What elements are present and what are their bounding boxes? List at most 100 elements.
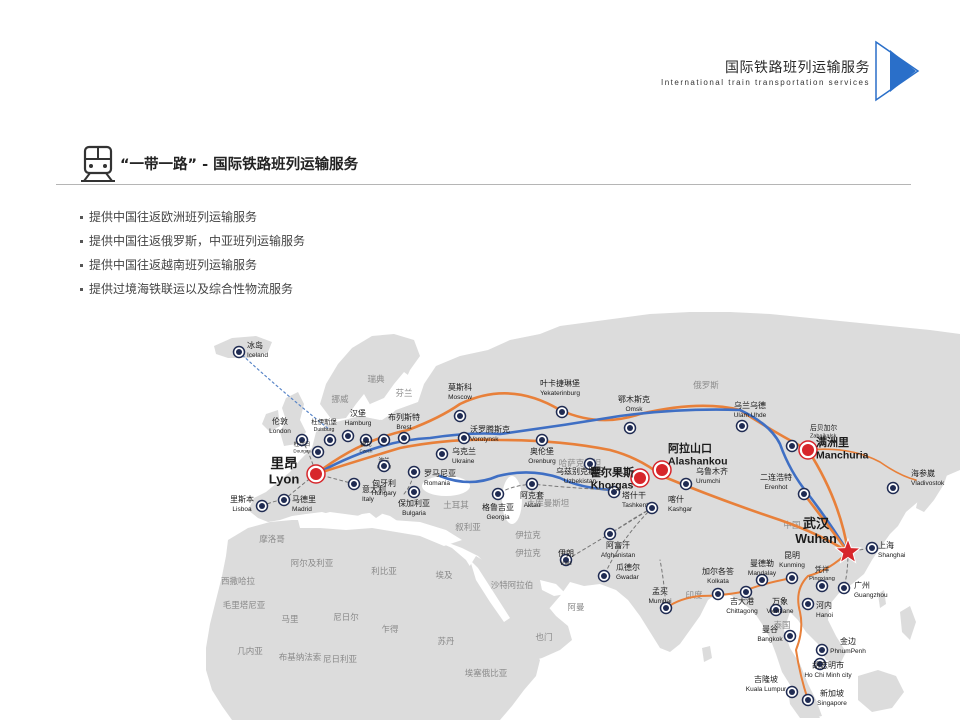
station-label-zh: 加尔各答	[702, 566, 734, 576]
station-label-zh: 阿富汗	[606, 540, 630, 550]
station-label-en: Duisburg	[314, 427, 335, 433]
station-label-zh: 保加利亚	[398, 498, 430, 508]
station-label-en: Moscow	[448, 394, 472, 401]
country-label: 芬兰	[395, 388, 412, 399]
station-label-en: Khorgas	[591, 480, 634, 492]
station-label-zh: 匈牙利	[372, 478, 396, 488]
mediterranean-sea	[298, 512, 462, 546]
station-label-en: Orenburg	[528, 458, 556, 465]
station-label-zh: 伊朗	[558, 548, 574, 558]
station-label-zh: 曼谷	[762, 625, 778, 634]
station-dot-icon	[601, 573, 607, 579]
triangle-right-icon	[875, 40, 920, 102]
station-label-en: Manchuria	[816, 450, 869, 462]
station-label-en: Bangkok	[757, 636, 783, 643]
station-dot-icon	[805, 697, 811, 703]
bay-of-bengal	[714, 598, 760, 672]
route-khorgas-central-asia	[438, 471, 614, 492]
station-dot-icon	[529, 481, 535, 487]
station-dot-icon	[495, 491, 501, 497]
hub-dot-icon	[310, 468, 322, 480]
station-label-zh: 金边	[840, 636, 856, 646]
station-label-zh: 沃罗腾斯克	[470, 424, 510, 434]
station-brest: 布列斯特 Brest	[388, 412, 420, 445]
station-dot-icon	[789, 689, 795, 695]
station-dot-icon	[739, 423, 745, 429]
station-label-zh: 乌兹别克斯坦	[556, 466, 604, 476]
list-item: 提供中国往返俄罗斯，中亚班列运输服务	[80, 232, 305, 256]
caspian-sea	[502, 476, 522, 524]
station-label-en: Ukraine	[452, 458, 475, 465]
connector-gwadar	[603, 507, 653, 577]
station-label-zh: 上海	[878, 540, 894, 550]
station-dot-icon	[363, 437, 369, 443]
station-label-zh: 乌鲁木齐	[696, 466, 728, 476]
station-dot-icon	[759, 577, 765, 583]
station-label-en: Pingxiang	[809, 576, 835, 582]
country-label: 伊拉克	[515, 548, 541, 559]
bullet-icon	[80, 240, 83, 243]
station-bangkok: 曼谷 Bangkok	[757, 625, 797, 643]
baltic-sea	[370, 372, 412, 420]
station-label-zh: 武汉	[803, 515, 830, 532]
station-dot-icon	[381, 437, 387, 443]
station-dot-icon	[327, 437, 333, 443]
station-label-en: Mandalay	[748, 570, 777, 577]
country-label: 沙特阿拉伯	[491, 580, 534, 591]
station-dot-icon	[315, 449, 321, 455]
country-label: 也门	[535, 632, 552, 643]
station-label-zh: 里昂	[270, 456, 297, 472]
station-label-zh: 阿克套	[520, 490, 544, 500]
station-label-en: Ulam Uhde	[734, 412, 767, 419]
red-sea	[470, 560, 510, 622]
station-label-zh: 瓜德尔	[616, 562, 640, 572]
hub-dot-icon	[656, 464, 668, 476]
station-label-en: Iceland	[247, 352, 268, 359]
station-phnompenh: 金边 PhnumPenh	[815, 636, 866, 657]
station-dot-icon	[611, 489, 617, 495]
station-label-en: Hamburg	[345, 420, 372, 427]
country-label: 利比亚	[371, 566, 397, 577]
connector-mumbai	[659, 559, 667, 609]
station-label-zh: 孟买	[652, 586, 668, 596]
station-label-zh: 布列斯特	[388, 412, 420, 422]
station-label-zh: 万象	[772, 596, 788, 606]
bullet-icon	[80, 216, 83, 219]
station-label-en: Ho Chi Minh city	[804, 672, 852, 679]
train-icon	[81, 145, 115, 182]
station-label-en: PhnumPenh	[830, 648, 866, 655]
station-dot-icon	[683, 481, 689, 487]
connector-aktau	[531, 483, 613, 491]
station-label-zh: 伦敦	[272, 416, 288, 426]
station-dot-icon	[890, 485, 896, 491]
station-label-zh: 冰岛	[247, 340, 263, 350]
station-label-zh: 意大利	[362, 484, 386, 494]
station-label-en: Vladivostok	[911, 480, 945, 487]
station-label-zh: 罗马尼亚	[424, 469, 456, 478]
station-dot-icon	[411, 469, 417, 475]
station-label-zh: 河内	[816, 600, 832, 610]
station-label-en: Georgia	[486, 514, 510, 521]
station-label-en: Brest	[396, 424, 411, 431]
station-dot-icon	[259, 503, 265, 509]
station-label-en: Chittagong	[726, 608, 758, 615]
station-label-en: Wuhan	[795, 532, 836, 546]
country-label: 苏丹	[437, 636, 455, 647]
station-label-en: Iran	[560, 560, 572, 567]
station-label-en: Hanoi	[816, 612, 833, 619]
station-dot-icon	[461, 435, 467, 441]
station-label-en: Erenhot	[765, 484, 788, 491]
